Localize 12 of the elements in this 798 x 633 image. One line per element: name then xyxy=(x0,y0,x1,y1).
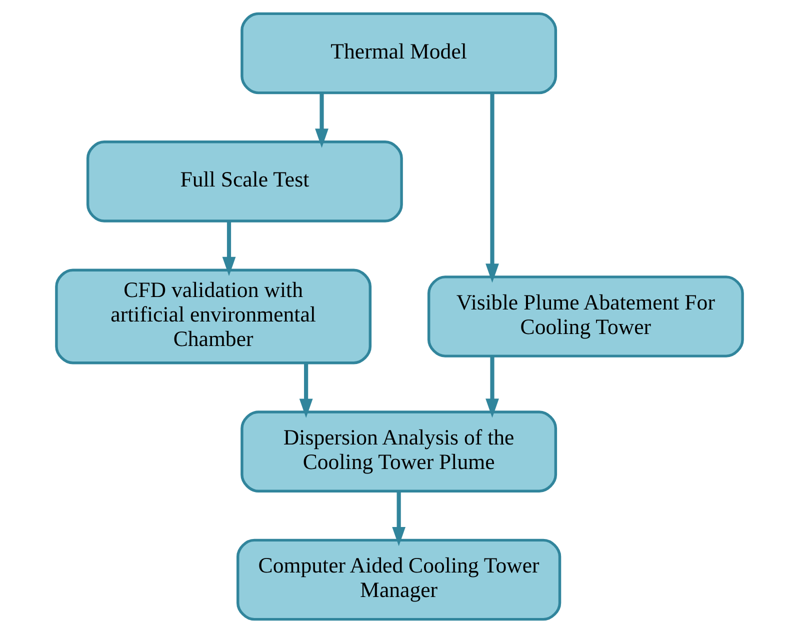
node-box: Thermal Model xyxy=(240,12,557,94)
arrow xyxy=(485,93,498,283)
arrow xyxy=(222,221,236,276)
node-box: Dispersion Analysis of the Cooling Tower Plume xyxy=(240,410,557,492)
node-box: CFD validation with artificial environmental Chamber xyxy=(54,268,372,364)
node-box: Visible Plume Abatement For Cooling Tower xyxy=(426,276,744,358)
node-box: Computer Aided Cooling Tower Manager xyxy=(236,538,561,621)
arrow xyxy=(485,356,498,418)
arrow xyxy=(314,93,328,148)
arrow xyxy=(298,362,312,418)
node-box: Full Scale Test xyxy=(86,140,402,222)
arrow xyxy=(392,491,406,546)
